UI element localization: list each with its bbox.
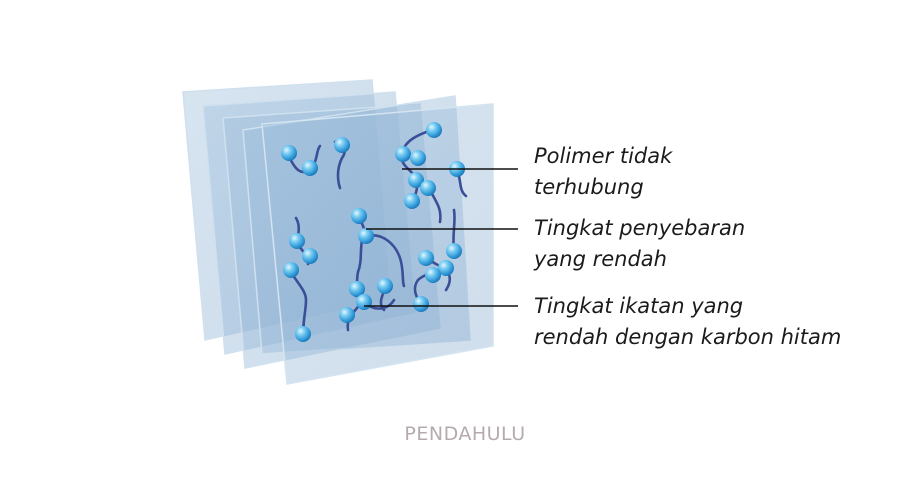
particle	[408, 172, 424, 188]
particle	[404, 193, 420, 209]
particle	[395, 146, 411, 162]
particle	[351, 208, 367, 224]
label-low-carbon-black-bond: Tingkat ikatan yang rendah dengan karbon…	[534, 291, 841, 353]
particle	[446, 243, 462, 259]
slab-1	[261, 103, 494, 385]
particle	[425, 267, 441, 283]
caption: PENDAHULU	[404, 423, 526, 445]
particle	[339, 307, 355, 323]
particle	[349, 281, 365, 297]
particle	[281, 145, 297, 161]
label-line: rendah dengan karbon hitam	[534, 325, 842, 349]
label-low-dispersion: Tingkat penyebaran yang rendah	[534, 213, 745, 275]
label-unconnected-polymer: Polimer tidak terhubung	[534, 141, 672, 203]
label-line: yang rendah	[534, 247, 667, 271]
particle	[410, 150, 426, 166]
polymer-chain	[288, 268, 308, 336]
particles	[281, 122, 465, 342]
slab-stack	[182, 79, 494, 385]
particle	[283, 262, 299, 278]
particle	[334, 137, 350, 153]
polymer-chain	[364, 234, 406, 288]
particle	[358, 228, 374, 244]
particle	[289, 233, 305, 249]
particle	[413, 296, 429, 312]
particle	[426, 122, 442, 138]
particle	[356, 294, 372, 310]
leader-lines	[364, 168, 518, 307]
particle	[377, 278, 393, 294]
label-line: Tingkat ikatan yang	[534, 294, 744, 318]
label-line: Polimer tidak	[534, 144, 673, 168]
particle	[438, 260, 454, 276]
label-line: terhubung	[534, 175, 644, 199]
particle	[420, 180, 436, 196]
particle	[302, 248, 318, 264]
particle	[302, 160, 318, 176]
label-line: Tingkat penyebaran	[534, 216, 746, 240]
particle	[418, 250, 434, 266]
particle	[295, 326, 311, 342]
